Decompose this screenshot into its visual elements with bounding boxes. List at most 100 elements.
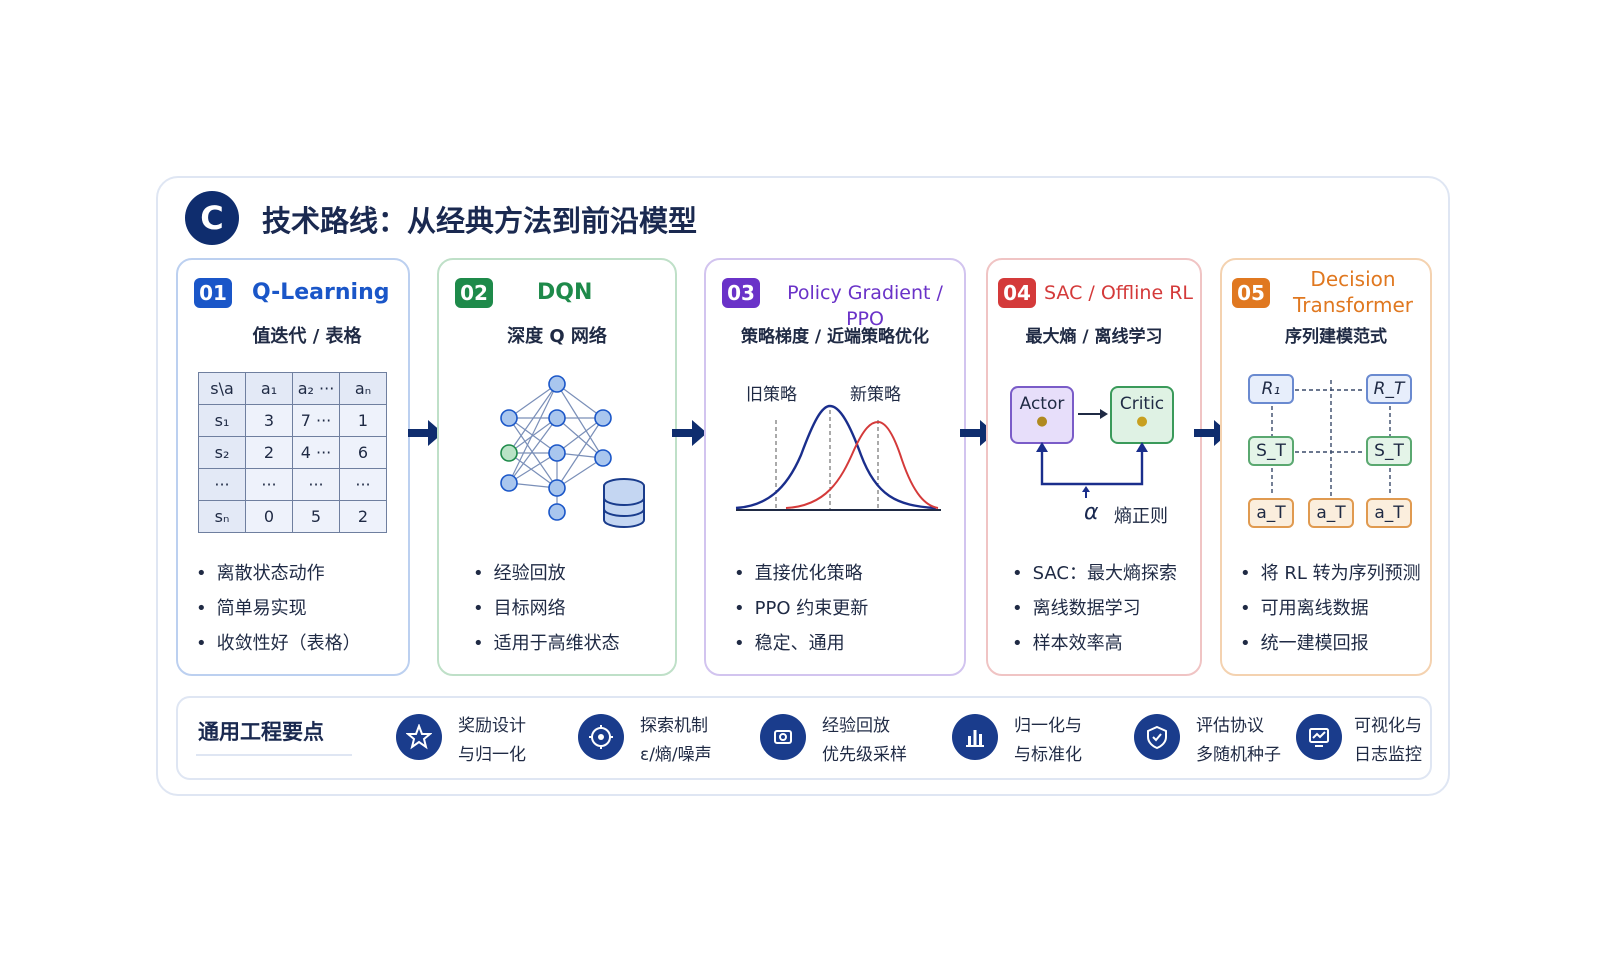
actor-label: Actor [1019, 394, 1065, 414]
card-subtitle: 策略梯度 / 近端策略优化 [740, 327, 930, 347]
bullet-item: 统一建模回报 [1240, 626, 1421, 661]
bar-chart-icon [952, 714, 998, 760]
bullet-item: 离线数据学习 [1012, 591, 1177, 626]
card-number: 03 [722, 278, 760, 308]
q-table-cell: s\a [198, 372, 246, 405]
card-bullets: 经验回放 目标网络 适用于高维状态 [473, 556, 620, 661]
alpha-symbol: α [1084, 500, 1099, 525]
tips-title: 通用工程要点 [198, 720, 324, 744]
card-q-learning: 01 Q-Learning 值迭代 / 表格 s\a a₁ a₂ ··· aₙ … [176, 258, 410, 676]
q-table-cell: s₂ [198, 436, 246, 469]
engineering-tips-bar: 通用工程要点 奖励设计 与归一化 探索机制 ε/熵/噪声 经验回放 优先级采样 [176, 696, 1432, 780]
old-policy-label: 旧策略 [746, 385, 797, 405]
bullet-item: 可用离线数据 [1240, 591, 1421, 626]
state-token: S_T [1366, 436, 1412, 466]
q-table-cell: s₁ [198, 404, 246, 437]
action-token: a_T [1248, 498, 1294, 528]
tip-line: 探索机制 [640, 716, 708, 736]
card-decision-transformer: 05 Decision Transformer 序列建模范式 R₁ R_T S_… [1220, 258, 1432, 676]
section-badge: C [185, 191, 239, 245]
entropy-label: 熵正则 [1114, 506, 1168, 527]
tip-line: 与标准化 [1014, 745, 1082, 765]
tip-line: 日志监控 [1354, 745, 1422, 765]
card-policy-gradient: 03 Policy Gradient / PPO 策略梯度 / 近端策略优化 旧… [704, 258, 966, 676]
return-token: R₁ [1248, 374, 1294, 404]
card-title: DQN [537, 280, 593, 305]
bullet-item: 将 RL 转为序列预测 [1240, 556, 1421, 591]
card-number: 04 [998, 278, 1036, 308]
q-table-cell: 0 [245, 500, 293, 533]
page-title: 技术路线：从经典方法到前沿模型 [262, 204, 698, 238]
tip-text: 可视化与 日志监控 [1354, 712, 1422, 770]
tip-text: 评估协议 多随机种子 [1196, 712, 1281, 770]
critic-box: Critic ● [1110, 386, 1174, 444]
card-title: Policy Gradient / PPO [787, 282, 943, 330]
q-table-cell: 4 ··· [292, 436, 340, 469]
shield-icon [1134, 714, 1180, 760]
q-table-cell: ··· [245, 468, 293, 501]
q-table-row: sₙ 0 5 2 [198, 500, 387, 533]
return-token: R_T [1366, 374, 1412, 404]
q-table-cell: 2 [339, 500, 387, 533]
arrow-right-icon [408, 420, 443, 446]
tip-line: 奖励设计 [458, 716, 526, 736]
agent-icon: ● [1036, 414, 1048, 429]
bullet-item: 离散状态动作 [196, 556, 361, 591]
q-table-cell: ··· [339, 468, 387, 501]
q-table-cell: a₂ ··· [292, 372, 340, 405]
card-number: 05 [1232, 278, 1270, 308]
q-table-cell: 7 ··· [292, 404, 340, 437]
card-title: Q-Learning [252, 280, 390, 305]
q-table-cell: aₙ [339, 372, 387, 405]
dt-sequence-lines [1271, 380, 1391, 510]
q-table-cell: ··· [198, 468, 246, 501]
bullet-item: 目标网络 [473, 591, 620, 626]
q-table-row: s₂ 2 4 ··· 6 [198, 436, 387, 469]
card-subtitle: 值迭代 / 表格 [252, 326, 362, 347]
policy-distribution-plot [735, 404, 941, 511]
star-icon [396, 714, 442, 760]
sac-flow-arrows [1036, 409, 1148, 498]
tip-line: 归一化与 [1014, 716, 1082, 736]
arrow-right-icon [672, 420, 707, 446]
card-bullets: 将 RL 转为序列预测 可用离线数据 统一建模回报 [1240, 556, 1421, 661]
card-number: 02 [455, 278, 493, 308]
q-table-cell: ··· [292, 468, 340, 501]
actor-box: Actor ● [1010, 386, 1074, 444]
bullet-item: 适用于高维状态 [473, 626, 620, 661]
q-table-cell: 1 [339, 404, 387, 437]
tip-line: 经验回放 [822, 716, 890, 736]
q-table-cell: 3 [245, 404, 293, 437]
card-bullets: SAC：最大熵探索 离线数据学习 样本效率高 [1012, 556, 1177, 661]
tip-line: 可视化与 [1354, 716, 1422, 736]
tip-line: 多随机种子 [1196, 745, 1281, 765]
q-table-cell: 2 [245, 436, 293, 469]
card-title: SAC / Offline RL [1044, 282, 1193, 304]
bullet-item: 简单易实现 [196, 591, 361, 626]
card-bullets: 离散状态动作 简单易实现 收敛性好（表格） [196, 556, 361, 661]
bullet-item: PPO 约束更新 [734, 591, 869, 626]
action-token: a_T [1366, 498, 1412, 528]
tip-line: 评估协议 [1196, 716, 1264, 736]
bullet-item: 收敛性好（表格） [196, 626, 361, 661]
tips-underline [196, 754, 352, 756]
q-table-row: s₁ 3 7 ··· 1 [198, 404, 387, 437]
tip-line: 优先级采样 [822, 745, 907, 765]
card-dqn: 02 DQN 深度 Q 网络 经验回放 目标网络 适用于高维状态 [437, 258, 677, 676]
tip-text: 经验回放 优先级采样 [822, 712, 907, 770]
tip-line: ε/熵/噪声 [640, 745, 712, 765]
bullet-item: 样本效率高 [1012, 626, 1177, 661]
q-table: s\a a₁ a₂ ··· aₙ s₁ 3 7 ··· 1 s₂ 2 4 ···… [198, 372, 387, 533]
tip-line: 与归一化 [458, 745, 526, 765]
bullet-item: 稳定、通用 [734, 626, 868, 661]
q-table-cell: sₙ [198, 500, 246, 533]
critic-icon: ● [1136, 414, 1148, 429]
card-subtitle: 深度 Q 网络 [507, 326, 607, 347]
q-table-row: ··· ··· ··· ··· [198, 468, 387, 501]
tip-text: 探索机制 ε/熵/噪声 [640, 712, 712, 770]
critic-label: Critic [1119, 394, 1165, 414]
card-number: 01 [194, 278, 232, 308]
bullet-item: SAC：最大熵探索 [1012, 556, 1177, 591]
card-bullets: 直接优化策略 PPO 约束更新 稳定、通用 [734, 556, 869, 661]
explore-icon [578, 714, 624, 760]
